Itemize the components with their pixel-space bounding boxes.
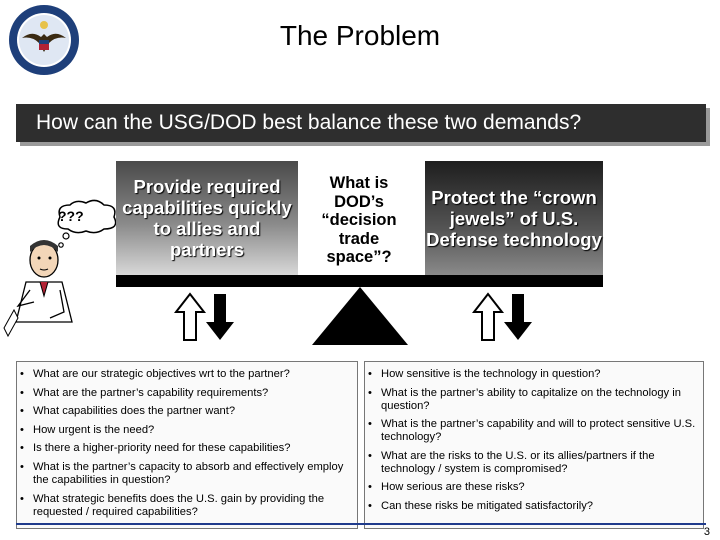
list-item: Can these risks be mitigated satisfactor…	[365, 500, 703, 513]
decision-trade-space-text: What is DOD’s “decision trade space”?	[321, 174, 397, 266]
list-item: How urgent is the need?	[17, 424, 357, 437]
list-item: What strategic benefits does the U.S. ga…	[17, 493, 357, 519]
provide-capabilities-box: Provide required capabilities quickly to…	[116, 161, 298, 275]
balance-beam	[116, 275, 603, 287]
fulcrum-triangle-icon	[312, 287, 408, 345]
thought-text: ???	[58, 208, 84, 224]
list-item: What is the partner’s ability to capital…	[365, 387, 703, 413]
thought-bubble-icon	[57, 199, 117, 234]
list-item: Is there a higher-priority need for thes…	[17, 442, 357, 455]
list-item: What is the partner’s capacity to absorb…	[17, 461, 357, 487]
right-questions-list: How sensitive is the technology in quest…	[364, 361, 704, 529]
thought-trail-icon	[58, 232, 70, 248]
up-down-arrows-icon	[174, 292, 234, 341]
up-down-arrows-icon	[472, 292, 532, 341]
thinking-man-icon	[3, 240, 73, 338]
list-item: What is the partner’s capability and wil…	[365, 418, 703, 444]
list-item: How sensitive is the technology in quest…	[365, 368, 703, 381]
footer-rule	[16, 523, 706, 525]
page-number: 3	[703, 526, 710, 538]
list-item: What are the risks to the U.S. or its al…	[365, 450, 703, 476]
list-item: What capabilities does the partner want?	[17, 405, 357, 418]
question-banner	[16, 104, 706, 142]
left-questions-list: What are our strategic objectives wrt to…	[16, 361, 358, 529]
list-item: How serious are these risks?	[365, 481, 703, 494]
protect-crown-jewels-box: Protect the “crown jewels” of U.S. Defen…	[425, 161, 603, 275]
page-title: The Problem	[279, 20, 441, 51]
question-banner-text: How can the USG/DOD best balance these t…	[36, 111, 582, 134]
list-item: What are the partner’s capability requir…	[17, 387, 357, 400]
list-item: What are our strategic objectives wrt to…	[17, 368, 357, 381]
dod-seal-icon	[9, 5, 79, 75]
